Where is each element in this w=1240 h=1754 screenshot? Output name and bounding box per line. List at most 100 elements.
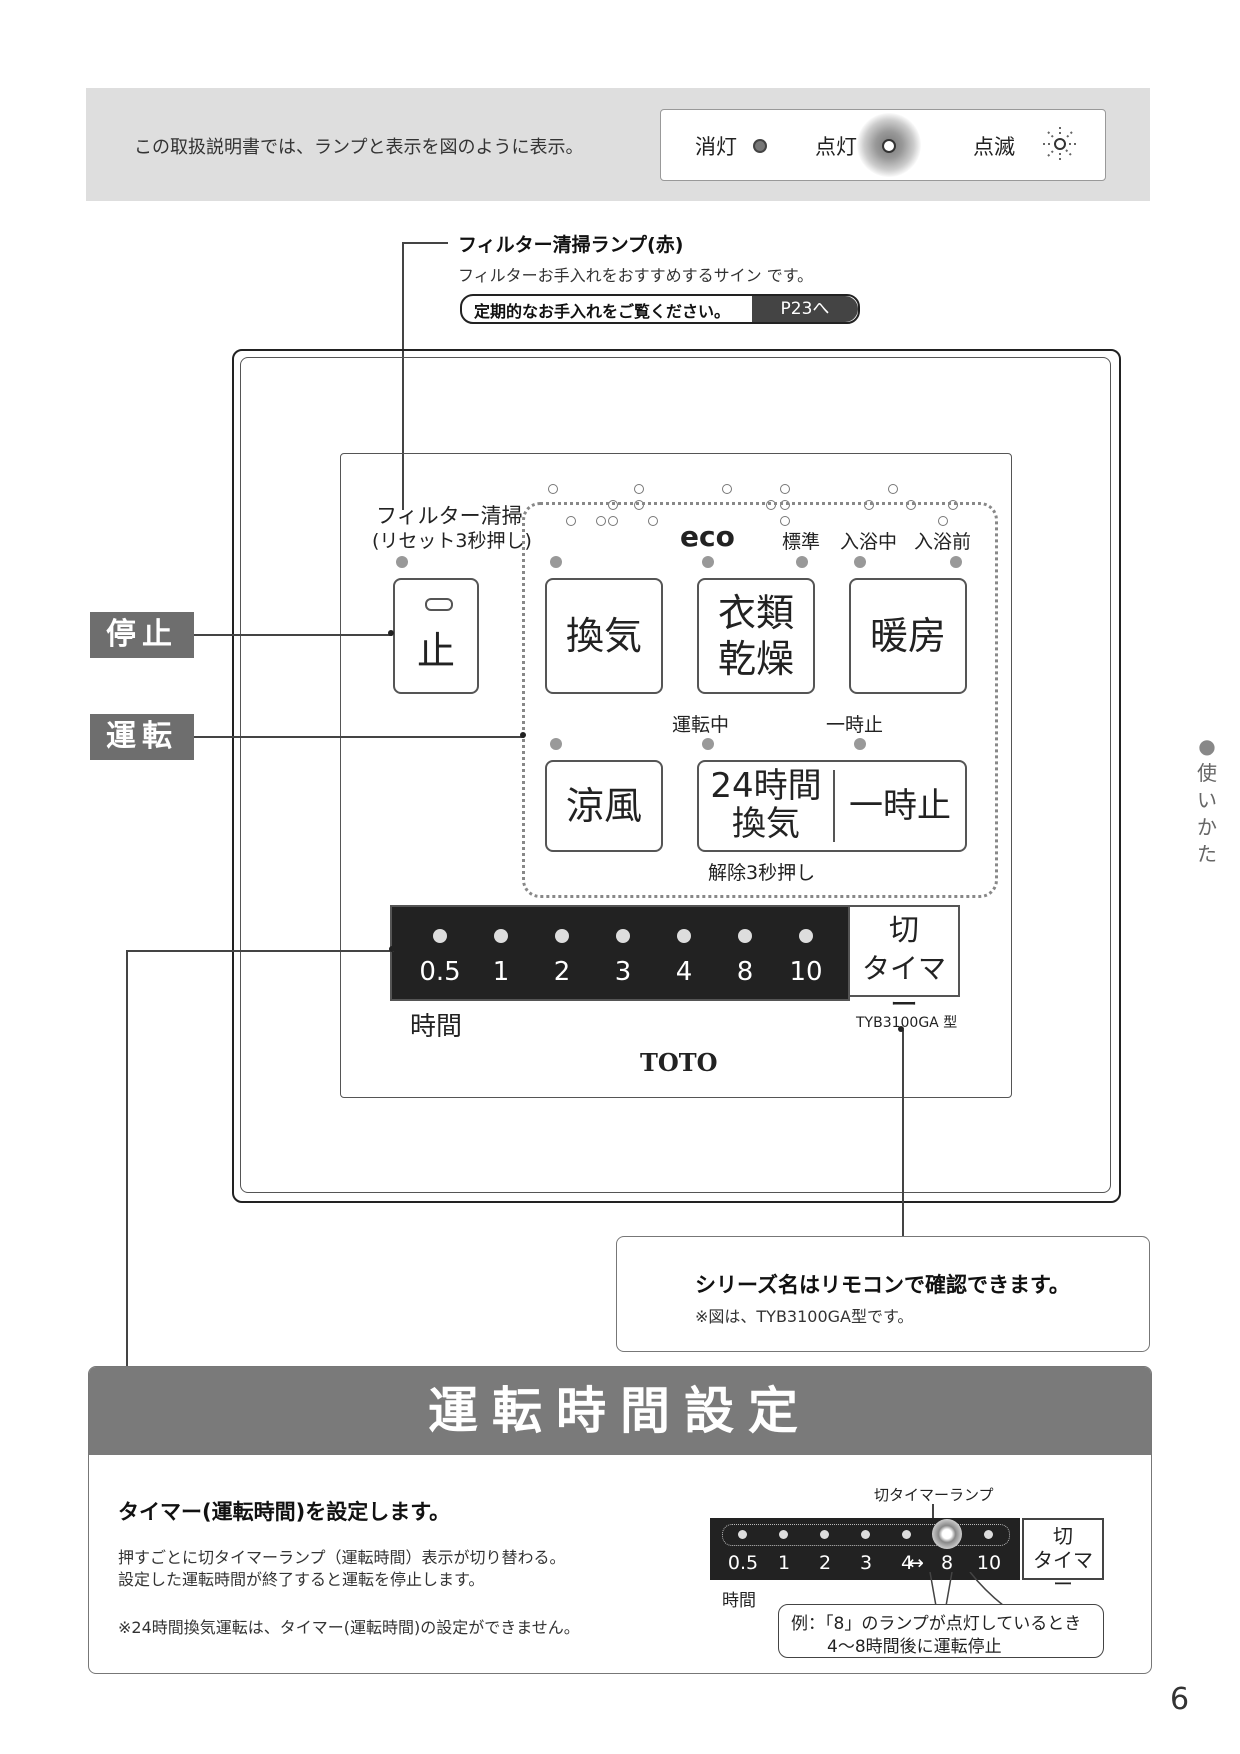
timer-lamp xyxy=(738,929,752,943)
off-timer-label-2: タイマー xyxy=(861,952,946,1021)
vent24-label-1: 24時間 xyxy=(710,766,822,806)
timer-value: 3 xyxy=(614,957,632,987)
legend-on-label: 点灯 xyxy=(815,135,857,159)
heating-button-label: 暖房 xyxy=(869,614,946,658)
timer-leader-line xyxy=(126,950,128,1366)
legend-blink-label: 点滅 xyxy=(973,135,1015,159)
ventilation-button-label: 換気 xyxy=(565,614,642,658)
mini-timer-display: 0.5 1 2 3 4 ↔ 8 10 xyxy=(710,1518,1020,1580)
indicator-circle xyxy=(780,484,790,494)
leader-dot xyxy=(389,946,395,952)
section-heading: 運転時間設定 xyxy=(89,1367,1151,1455)
indicator-circle xyxy=(780,500,790,510)
timer-value: 10 xyxy=(789,957,823,987)
pause-button-label: 一時止 xyxy=(849,786,951,826)
remote-inner-frame xyxy=(240,357,1111,1193)
section-body-1: 押すごとに切タイマーランプ（運転時間）表示が切り替わる。 xyxy=(118,1548,566,1567)
section-body-2: 設定した運転時間が終了すると運転を停止します。 xyxy=(118,1570,485,1589)
timer-value: 0.5 xyxy=(419,957,461,987)
example-callout: 例：「8」のランプが点灯しているとき 4〜8時間後に運転停止 xyxy=(778,1604,1104,1658)
timer-lamp xyxy=(799,929,813,943)
leader-dot xyxy=(520,732,526,738)
mini-timer-lamp-lit xyxy=(932,1519,962,1549)
legend-off-label: 消灯 xyxy=(695,135,737,159)
series-note: ※図は、TYB3100GA型です。 xyxy=(695,1307,914,1326)
indicator-circle xyxy=(548,484,558,494)
running-lamp xyxy=(702,738,714,750)
timer-value: 1 xyxy=(492,957,510,987)
button-divider xyxy=(833,770,835,842)
callout-line xyxy=(402,242,404,510)
section-subtitle: タイマー(運転時間)を設定します。 xyxy=(118,1500,451,1524)
mini-timer-lamp xyxy=(902,1530,911,1539)
indicator-circle xyxy=(938,516,948,526)
mini-timer-value: 8 xyxy=(940,1552,954,1574)
example-pointer xyxy=(929,1572,1005,1607)
mini-timer-value: 4 xyxy=(900,1552,914,1574)
mini-timer-lamp xyxy=(861,1530,870,1539)
lamp-blink-icon xyxy=(1043,127,1077,161)
heating-button[interactable]: 暖房 xyxy=(849,578,967,694)
brand-logo: TOTO xyxy=(640,1048,718,1077)
index-char: た xyxy=(1197,842,1217,866)
model-leader-line xyxy=(902,1030,904,1236)
timer-lamp xyxy=(433,929,447,943)
filter-lamp-subtitle: フィルターお手入れをおすすめするサイン です。 xyxy=(458,266,814,285)
indicator-circle xyxy=(722,484,732,494)
filter-reset-label: (リセット3秒押し) xyxy=(372,530,532,552)
ventilation-button[interactable]: 換気 xyxy=(545,578,663,694)
indicator-circle xyxy=(634,484,644,494)
control-panel xyxy=(340,453,1012,1098)
indicator-circle xyxy=(648,516,658,526)
clothes-dry-button[interactable]: 衣類 乾燥 xyxy=(697,578,815,694)
operation-mode-group xyxy=(522,502,998,898)
reference-pill[interactable]: 定期的なお手入れをご覧ください。 P23へ xyxy=(460,294,860,324)
index-bullet-icon: ● xyxy=(1198,734,1216,758)
indicator-circle xyxy=(608,500,618,510)
range-arrow-icon: ↔ xyxy=(908,1552,924,1574)
indicator-circle xyxy=(948,500,958,510)
mini-timer-value: 0.5 xyxy=(727,1552,759,1574)
pause-lamp xyxy=(854,738,866,750)
mini-off-label-2: タイマー xyxy=(1033,1548,1093,1596)
indicator-circle xyxy=(888,484,898,494)
mini-timer-lamp xyxy=(820,1530,829,1539)
index-char: か xyxy=(1197,815,1217,839)
index-char: 使 xyxy=(1197,761,1217,785)
filter-clean-label: フィルター清掃 xyxy=(376,504,523,528)
reference-page: P23へ xyxy=(752,296,858,322)
running-label: 運転中 xyxy=(672,714,730,736)
timer-lamp xyxy=(677,929,691,943)
lamp-leader-line xyxy=(932,1504,934,1528)
callout-line xyxy=(402,242,448,244)
eco-label: eco xyxy=(680,520,735,553)
mini-timer-value: 1 xyxy=(777,1552,791,1574)
series-info-box: シリーズ名はリモコンで確認できます。 ※図は、TYB3100GA型です。 xyxy=(616,1236,1150,1352)
reference-text: 定期的なお手入れをご覧ください。 xyxy=(474,302,731,321)
stop-leader-line xyxy=(194,634,392,636)
bathing-lamp xyxy=(854,556,866,568)
prebath-lamp xyxy=(950,556,962,568)
cool-lamp xyxy=(550,738,562,750)
example-line-1: 例：「8」のランプが点灯しているとき xyxy=(791,1614,1082,1634)
clothes-dry-label-2: 乾燥 xyxy=(717,637,794,681)
index-char: い xyxy=(1197,788,1217,812)
off-timer-button[interactable]: 切 タイマー xyxy=(848,905,960,1021)
run-tag: 運転 xyxy=(90,714,194,760)
hours-label: 時間 xyxy=(410,1012,463,1042)
run-leader-line xyxy=(194,736,524,738)
ventilation-lamp xyxy=(550,556,562,568)
legend-description: この取扱説明書では、ランプと表示を図のように表示。 xyxy=(134,137,584,158)
mode-bathing-label: 入浴中 xyxy=(840,531,898,553)
stop-lamp xyxy=(425,598,453,611)
eco-lamp xyxy=(702,556,714,568)
cool-breeze-button[interactable]: 涼風 xyxy=(545,760,663,852)
cool-breeze-label: 涼風 xyxy=(565,784,642,828)
timer-display: 0.5 1 2 3 4 8 10 xyxy=(390,905,850,1001)
indicator-circle xyxy=(596,516,606,526)
vent24-pause-button[interactable]: 24時間 換気 一時止 xyxy=(697,760,967,852)
stop-button[interactable]: 止 xyxy=(393,578,479,694)
leader-dot xyxy=(898,1026,904,1032)
mini-timer-lamp xyxy=(779,1530,788,1539)
mini-off-timer-button: 切 タイマー xyxy=(1022,1518,1104,1596)
